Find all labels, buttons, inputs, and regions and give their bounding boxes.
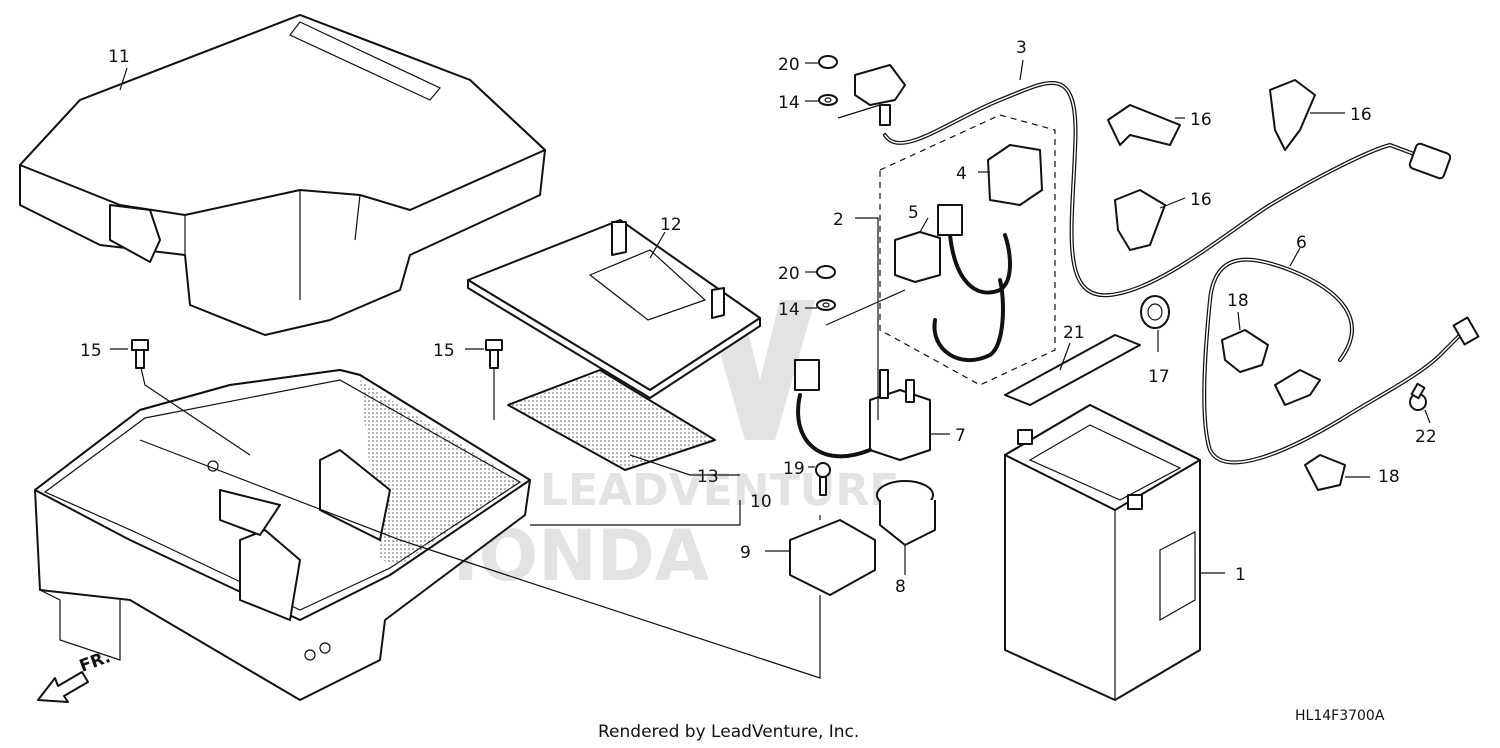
part-2-terminal-cap[interactable] (854, 64, 906, 126)
callout-8: 8 (895, 577, 906, 597)
part-14-washer-lower[interactable] (816, 299, 836, 311)
leader-lines (110, 59, 1431, 679)
front-direction-marker: FR. (37, 647, 113, 703)
part-22-bolt[interactable] (1409, 382, 1427, 411)
callout-20-lower: 20 (778, 264, 800, 284)
diagram-code: HL14F3700A (1295, 708, 1385, 724)
part-8-relay-holder[interactable] (876, 480, 936, 546)
callout-9: 9 (740, 543, 751, 563)
footer-credit: Rendered by LeadVenture, Inc. (598, 722, 859, 742)
callout-3: 3 (1016, 38, 1027, 58)
callout-7: 7 (955, 426, 966, 446)
callout-21: 21 (1063, 323, 1085, 343)
part-9-bracket[interactable] (789, 519, 876, 596)
part-4-terminal-cover[interactable] (987, 144, 1043, 206)
callout-11: 11 (108, 47, 130, 67)
part-19-screw[interactable] (815, 462, 831, 496)
watermark-tagline: LEADVENTURE (540, 465, 899, 516)
connector-block (937, 204, 963, 236)
callout-5: 5 (908, 203, 919, 223)
front-arrow-icon (37, 671, 89, 703)
part-21-battery-band[interactable] (1004, 334, 1141, 406)
callout-16-a: 16 (1190, 110, 1212, 130)
callout-16-c: 16 (1190, 190, 1212, 210)
callout-18-upper: 18 (1227, 291, 1249, 311)
callout-4: 4 (956, 164, 967, 184)
harness-loop-lower (932, 278, 1005, 362)
callout-1: 1 (1235, 565, 1246, 585)
callout-15-left: 15 (80, 341, 102, 361)
callout-13: 13 (697, 467, 719, 487)
harness-group-outline (879, 114, 1056, 386)
callout-15-right: 15 (433, 341, 455, 361)
callout-16-b: 16 (1350, 105, 1372, 125)
part-18-clamp-lower[interactable] (1304, 454, 1346, 491)
callout-18-lower: 18 (1378, 467, 1400, 487)
part-5-terminal-cap[interactable] (894, 231, 941, 283)
callout-14-lower: 14 (778, 300, 800, 320)
part-15-bolt-right[interactable] (485, 339, 503, 369)
callout-2: 2 (833, 210, 844, 230)
part-20-nut-lower[interactable] (816, 265, 836, 279)
part-11-battery-cover[interactable] (19, 14, 546, 336)
part-13-pad[interactable] (507, 369, 716, 471)
callout-12: 12 (660, 215, 682, 235)
callout-17: 17 (1148, 367, 1170, 387)
callout-20-upper: 20 (778, 55, 800, 75)
part-14-washer-upper[interactable] (818, 94, 838, 106)
part-10-battery-box[interactable] (34, 369, 531, 701)
callout-6: 6 (1296, 233, 1307, 253)
front-marker-label: FR. (77, 647, 113, 677)
part-20-nut-upper[interactable] (818, 55, 838, 69)
callout-22: 22 (1415, 427, 1437, 447)
part-15-bolt-left[interactable] (131, 339, 149, 369)
part-7-starter-relay[interactable] (794, 359, 931, 461)
callout-10: 10 (750, 492, 772, 512)
part-1-battery[interactable] (1004, 404, 1201, 701)
callout-14-upper: 14 (778, 93, 800, 113)
part-12-battery-plate[interactable] (467, 219, 761, 399)
part-16-clamp-b[interactable] (1269, 79, 1316, 151)
part-6-battery-cable[interactable] (1202, 257, 1480, 465)
part-18-clamp-upper[interactable] (1221, 329, 1269, 373)
part-17-clip[interactable] (1140, 295, 1170, 329)
callout-19: 19 (783, 459, 805, 479)
part-16-clamp-a[interactable] (1107, 104, 1181, 146)
part-3-wire-harness[interactable] (883, 80, 1452, 298)
part-16-clamp-c[interactable] (1114, 189, 1166, 251)
